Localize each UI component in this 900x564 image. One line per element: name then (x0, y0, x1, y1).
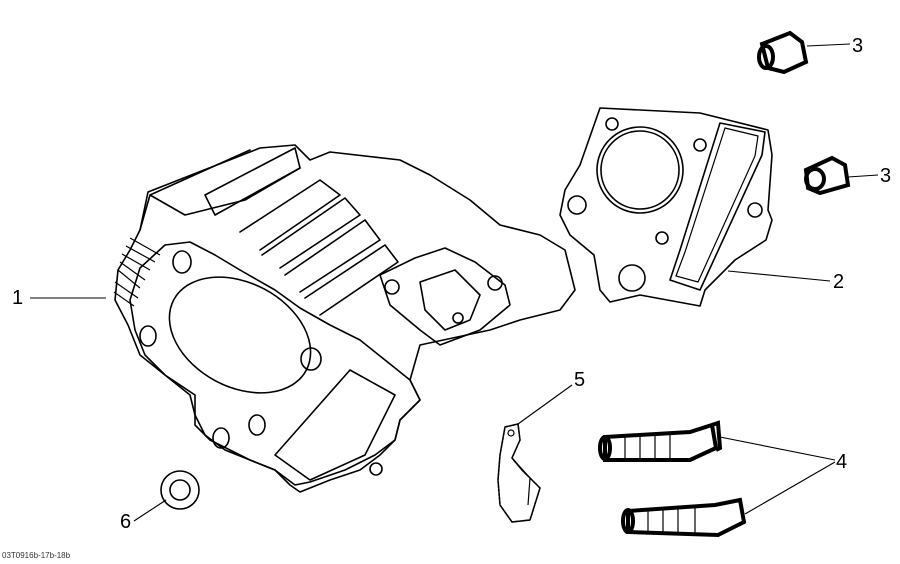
dowel-pin-lower (803, 155, 851, 196)
leader-line-4a (719, 436, 836, 461)
callout-2: 2 (833, 271, 845, 293)
bolt-upper (598, 420, 723, 462)
leader-line-3b (847, 174, 879, 178)
callout-5: 5 (574, 369, 586, 391)
leader-line-2 (727, 270, 831, 282)
callout-4: 4 (836, 451, 848, 473)
callout-6: 6 (120, 511, 132, 533)
leader-line-5 (517, 384, 573, 425)
callout-3-lower: 3 (880, 165, 892, 187)
leader-line-3a (806, 43, 851, 47)
dowel-pin-upper (757, 30, 809, 75)
reference-code: 03T0916b-17b-18b (2, 551, 71, 560)
washer-part (160, 470, 200, 510)
callout-3-upper: 3 (852, 35, 864, 57)
leader-line-6 (133, 499, 167, 522)
bolt-lower (621, 497, 747, 538)
leader-line-4b (744, 461, 836, 515)
clamp-part (497, 423, 541, 523)
callout-1: 1 (12, 287, 24, 309)
cylinder-part (113, 144, 576, 493)
gasket-part (559, 107, 773, 307)
